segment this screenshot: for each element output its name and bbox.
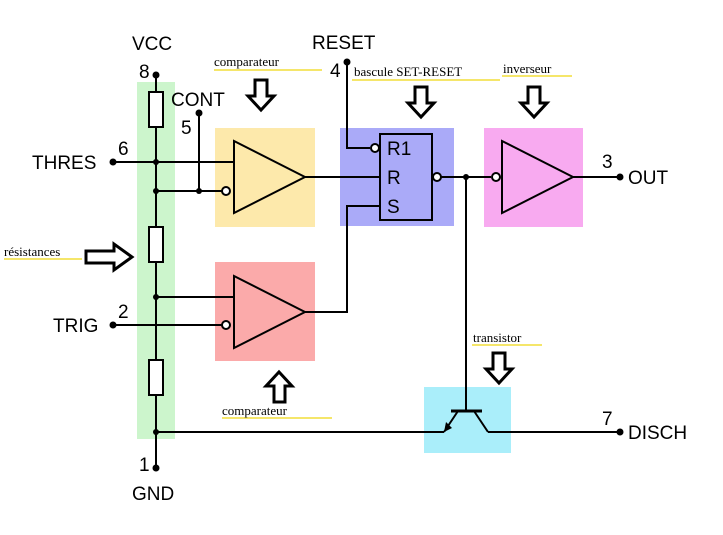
pin-cont-label: CONT — [171, 90, 225, 111]
pin-trig-label: TRIG — [53, 316, 98, 337]
annotation-transistor: transistor — [473, 330, 522, 345]
annotation-comparator-bottom: comparateur — [222, 403, 288, 418]
resistor-2 — [148, 226, 164, 263]
annotation-resistors: résistances — [4, 244, 60, 259]
pin-thres-number: 6 — [118, 139, 129, 160]
pin-disch-number: 7 — [602, 409, 613, 430]
annotation-flipflop: bascule SET-RESET — [354, 64, 462, 79]
pin-vcc-number: 8 — [139, 62, 150, 83]
inverter-symbol — [501, 139, 576, 215]
arrow-down-icon — [482, 351, 516, 386]
pin-thres-label: THRES — [32, 153, 96, 174]
annotation-inverter: inverseur — [503, 61, 552, 76]
pin-gnd-label: GND — [132, 484, 174, 505]
comparator-bottom-symbol — [233, 274, 308, 350]
pin-vcc-label: VCC — [132, 34, 172, 55]
annotation-comparator-top: comparateur — [214, 54, 280, 69]
pin-reset-label: RESET — [312, 33, 376, 54]
arrow-down-icon — [244, 78, 278, 113]
comparator-bottom-block — [215, 262, 315, 361]
pin-trig-number: 2 — [118, 302, 129, 323]
resistor-1 — [148, 91, 164, 128]
flipflop-input-s: S — [387, 197, 400, 218]
flipflop-input-r1: R1 — [387, 139, 411, 160]
arrow-down-icon — [404, 85, 438, 120]
arrow-up-icon — [262, 369, 296, 404]
pin-cont-number: 5 — [181, 118, 192, 139]
comparator-top-block — [215, 128, 315, 227]
pin-disch-label: DISCH — [628, 423, 687, 444]
arrow-right-icon — [84, 241, 135, 273]
comparator-top-symbol — [233, 139, 308, 215]
pin-gnd-number: 1 — [139, 455, 150, 476]
pin-out-number: 3 — [602, 152, 613, 173]
pin-out-label: OUT — [628, 168, 669, 189]
arrow-down-icon — [517, 85, 551, 120]
transistor-block — [424, 387, 511, 453]
flipflop-input-r: R — [387, 168, 401, 189]
resistor-3 — [148, 359, 164, 396]
pin-reset-number: 4 — [330, 61, 341, 82]
